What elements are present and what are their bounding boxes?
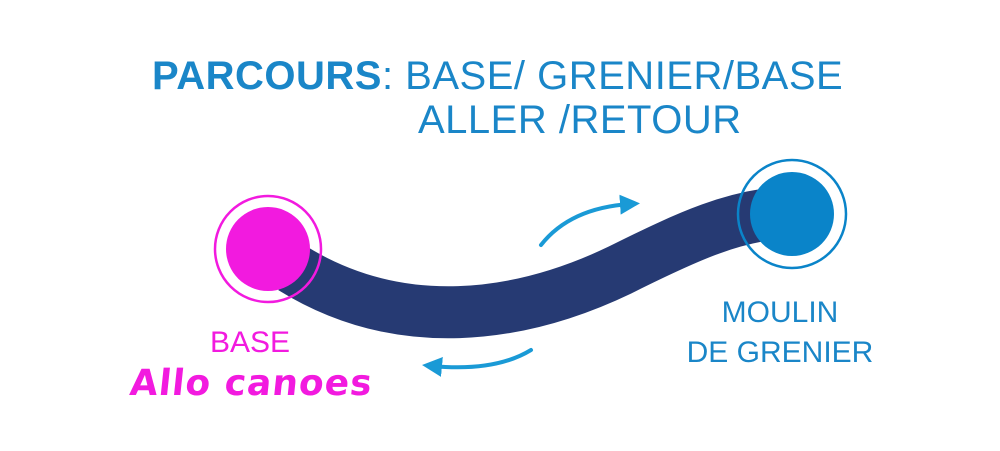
end-point-label-line1: MOULIN (721, 296, 839, 329)
route-path (278, 186, 792, 339)
diagram-subtitle: ALLER /RETOUR (418, 98, 742, 142)
start-point-label: BASE (209, 326, 291, 359)
end-point-label-line2: DE GRENIER (686, 336, 874, 369)
title-separator: : (381, 54, 394, 98)
end-point-ring (736, 158, 848, 270)
start-point-sublabel: Allo canoes (127, 363, 375, 404)
start-point-ring (213, 194, 323, 304)
outbound-arrow (539, 194, 640, 247)
return-arrow (422, 348, 533, 377)
title-route: BASE/ GRENIER/BASE (393, 54, 844, 98)
title-heading: PARCOURS (152, 54, 382, 98)
diagram-title: PARCOURS: BASE/ GRENIER/BASE (152, 54, 843, 98)
end-point-marker (750, 172, 834, 256)
start-point-marker (226, 207, 310, 291)
